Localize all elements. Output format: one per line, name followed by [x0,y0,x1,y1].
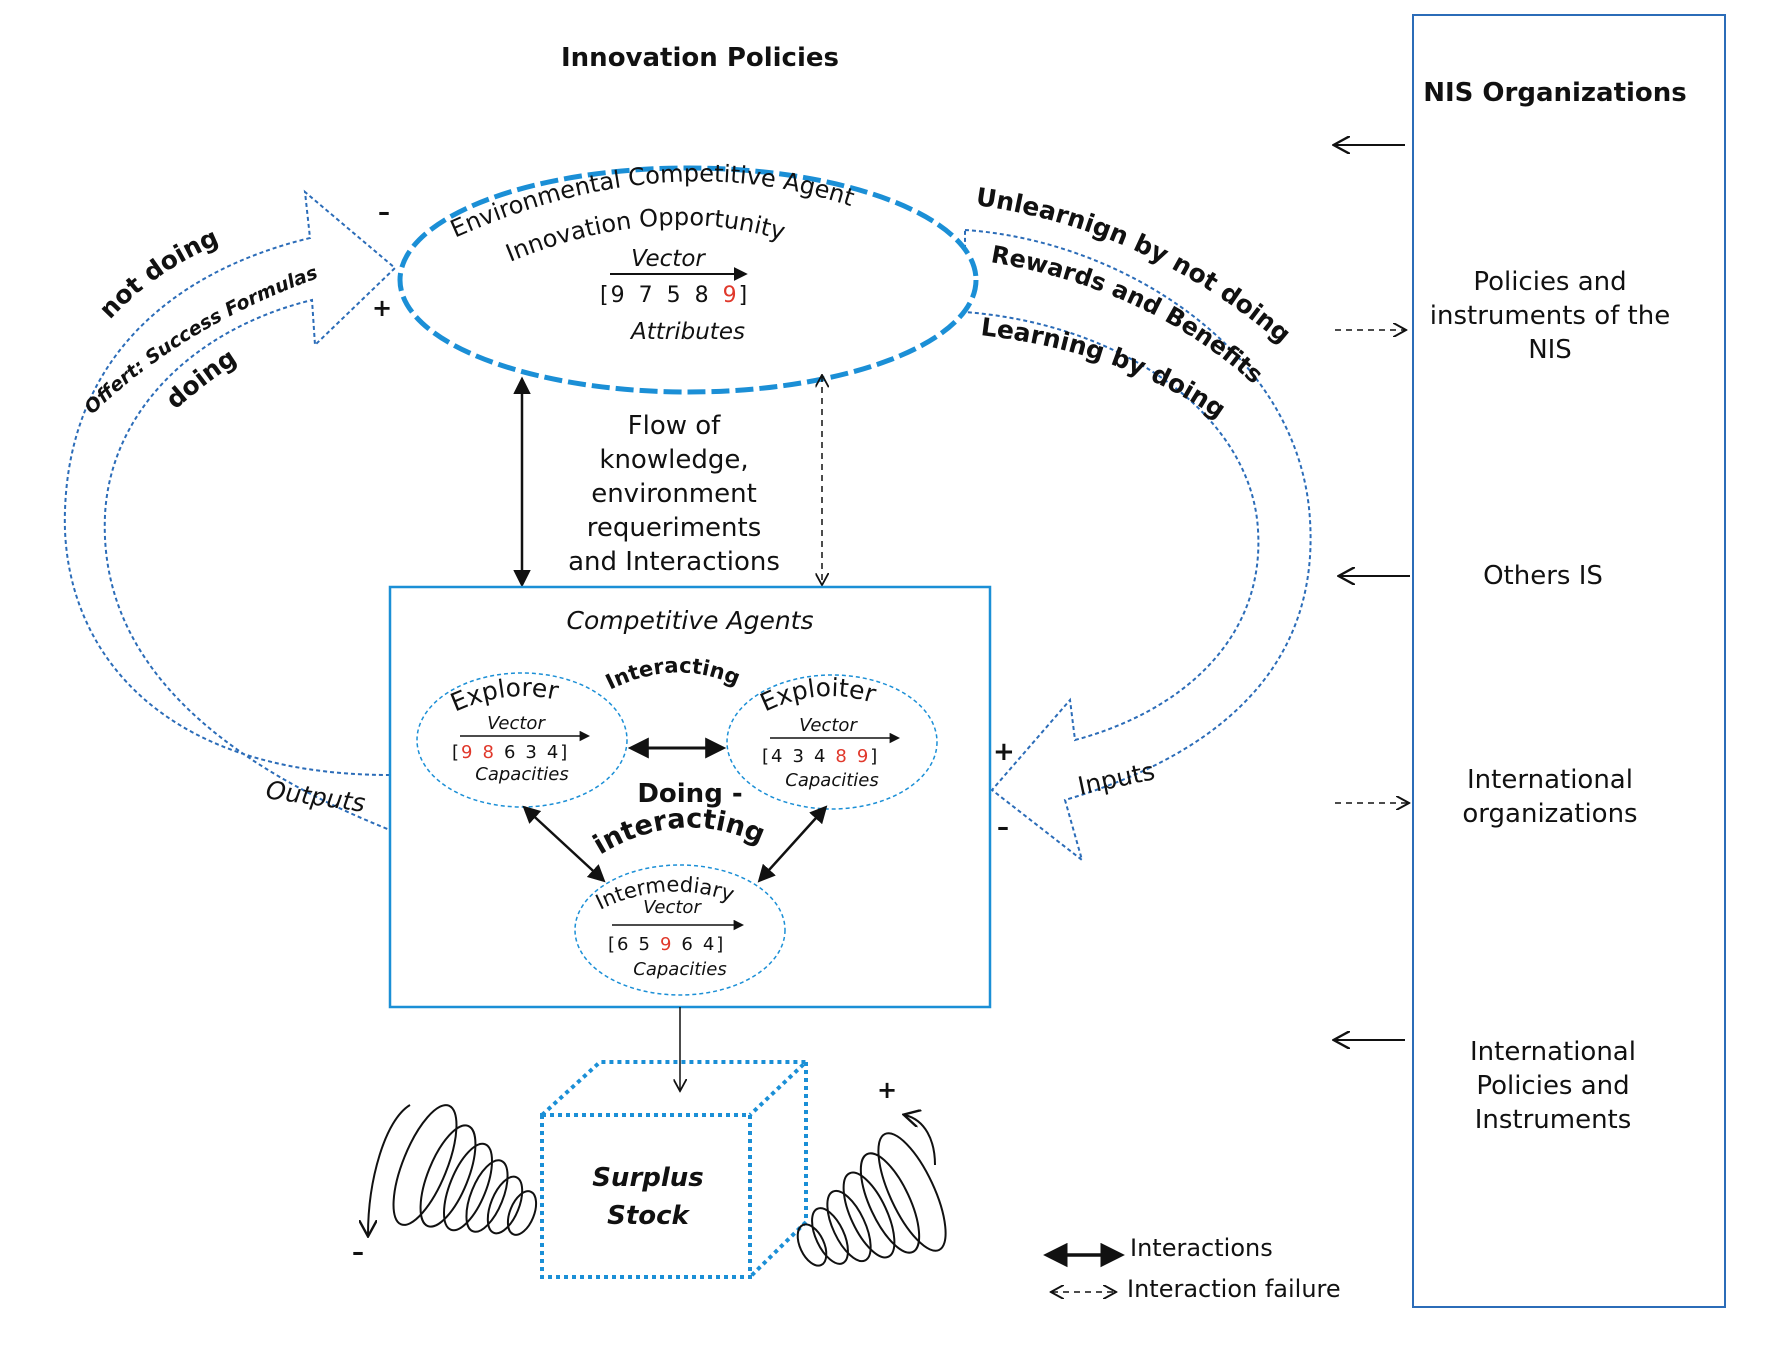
text-line: and Interactions [568,547,780,577]
vector-value: 3 [792,746,803,767]
text-line: Flow of [628,411,722,441]
left-spiral-icon [368,1104,538,1238]
nis-organizations-panel [1412,14,1726,1308]
surplus-label: Surplus [592,1163,704,1193]
vector-value: 9 [857,746,868,767]
vector-value: 6 [617,934,628,955]
competitive-agents-title: Competitive Agents [567,606,814,635]
text-line: Policies and [1476,1071,1629,1101]
text-line: environment [591,479,757,509]
vector-value: 9 [611,283,625,308]
left-minus-sign: – [378,198,390,226]
text-line: requeriments [587,513,762,543]
exploiter-capacities-label: Capacities [785,770,878,791]
exploiter-ellipse [726,674,938,810]
outputs-label: Outputs [264,775,367,818]
legend-failure-label: Interaction failure [1127,1275,1341,1303]
legend-interactions-label: Interactions [1130,1234,1273,1262]
intermediary-vector-label: Vector [643,897,702,918]
interacting-label: Interacting [602,653,744,694]
text-line: instruments of the [1430,301,1670,331]
explorer-ellipse [416,672,628,808]
text-line: Others IS [1483,561,1603,591]
explorer-intermediary-interaction [522,805,606,883]
text-line: knowledge, [599,445,748,475]
vector-value: 9 [723,283,737,308]
exploiter-vector-label: Vector [799,715,858,736]
vector-open-bracket: [ [608,934,615,955]
left-loop-arrow [63,189,397,832]
vector-value: 7 [639,283,653,308]
vector-value: 8 [482,742,493,763]
spiral-minus-sign: – [352,1238,364,1266]
vector-value: 9 [660,934,671,955]
vector-value: 4 [703,934,714,955]
right-spiral-icon [796,1115,947,1267]
text-line: Policies and [1473,267,1626,297]
vector-value: 4 [771,746,782,767]
right-plus-sign: + [993,737,1015,767]
not-doing-label: not doing [93,223,222,324]
nis-organizations-title: NIS Organizations [1423,78,1687,108]
vector-value: 3 [525,742,536,763]
vector-value: 6 [504,742,515,763]
doing-interacting-line1: Doing - [637,779,742,809]
inputs-label: Inputs [1075,756,1157,801]
explorer-capacities-label: Capacities [475,764,568,785]
text-line: Instruments [1475,1105,1632,1135]
right-loop-arrow [964,228,1312,863]
vector-close-bracket: ] [716,934,723,955]
text-line: International [1467,765,1633,795]
vector-open-bracket: [ [762,746,769,767]
nis-item-others-is: Others IS [1483,561,1603,591]
vector-open-bracket: [ [452,742,459,763]
left-plus-sign: + [372,294,392,322]
explorer-vector-label: Vector [487,713,546,734]
intermediary-capacities-label: Capacities [633,959,726,980]
env-agent-ellipse [397,165,979,395]
vector-value: 5 [638,934,649,955]
text-line: organizations [1462,799,1637,829]
intermediary-ellipse [574,864,786,996]
vector-value: 6 [681,934,692,955]
stock-label: Stock [607,1201,690,1231]
competitive-agents-box [388,585,992,1009]
vector-open-bracket: [ [600,283,609,308]
vector-value: 5 [667,283,681,308]
nis-item-international-organizations: International organizations [1462,765,1637,829]
vector-close-bracket: ] [870,746,877,767]
exploiter-intermediary-interaction [757,805,828,883]
env-attributes-label: Attributes [629,319,745,345]
vector-value: 9 [461,742,472,763]
vector-close-bracket: ] [560,742,567,763]
vector-close-bracket: ] [739,283,748,308]
doing-interacting-line2: interacting [588,803,770,861]
diagram-title: Innovation Policies [561,43,839,73]
flow-of-knowledge-text: Flow of knowledge, environment requeriments… [568,411,780,577]
env-vector-label: Vector [631,246,706,272]
vector-value: 4 [547,742,558,763]
spiral-plus-sign: + [877,1076,897,1104]
vector-value: 4 [814,746,825,767]
text-line: NIS [1528,335,1572,365]
surplus-stock-cube [540,1060,812,1279]
right-minus-sign: – [997,813,1009,841]
vector-value: 8 [835,746,846,767]
vector-value: 8 [695,283,709,308]
text-line: International [1470,1037,1636,1067]
